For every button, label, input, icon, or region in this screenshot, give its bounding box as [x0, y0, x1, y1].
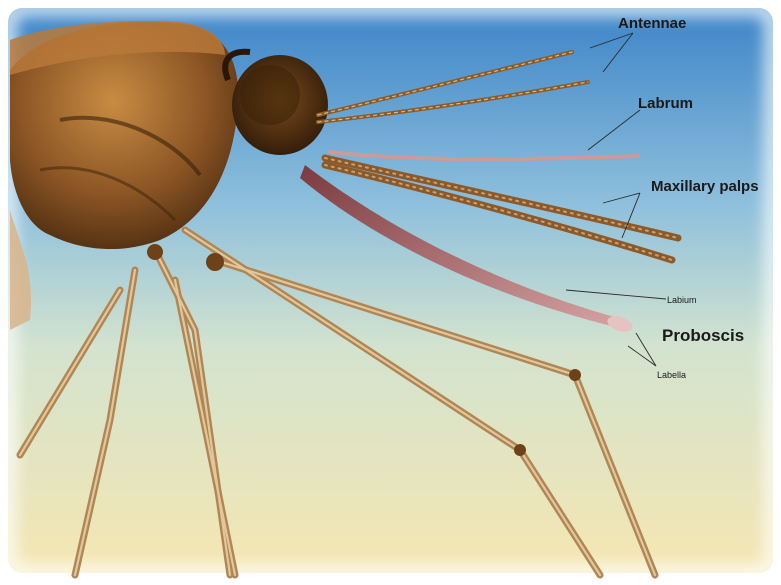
label-proboscis: Proboscis [662, 326, 744, 345]
label-labrum: Labrum [638, 95, 693, 112]
label-labium: Labium [667, 295, 697, 305]
label-labella: Labella [657, 370, 686, 380]
label-antennae: Antennae [618, 15, 686, 32]
label-maxillary-palps: Maxillary palps [651, 178, 759, 195]
